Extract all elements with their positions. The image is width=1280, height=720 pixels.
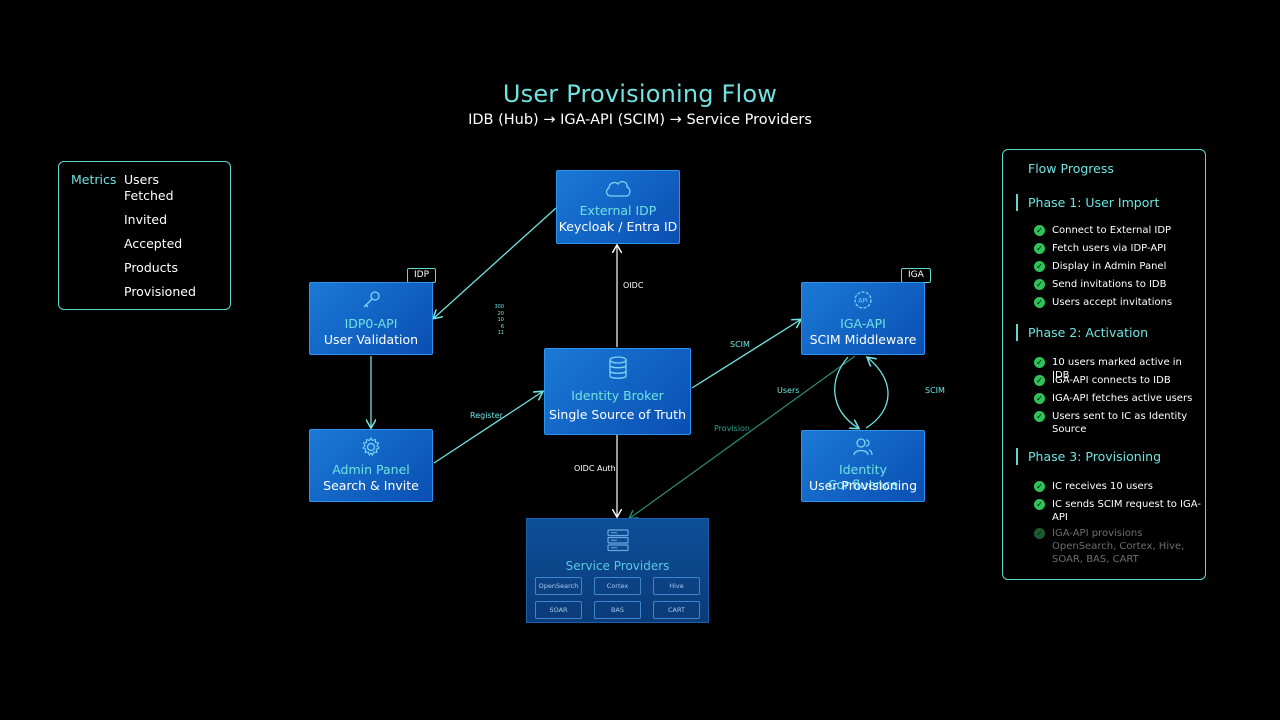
product-chip-cart: CART	[653, 601, 700, 619]
tick-label: 20	[497, 310, 504, 317]
step-text: Display in Admin Panel	[1052, 261, 1167, 272]
node-external-idp[interactable]: External IDP Keycloak / Entra ID	[556, 170, 680, 244]
edge-broker-to-iga	[691, 320, 800, 389]
edge-label-register: Register	[470, 411, 503, 420]
check-icon: ✓	[1034, 279, 1045, 290]
edge-iga-to-services	[630, 355, 856, 518]
product-chip-cortex: Cortex	[594, 577, 641, 595]
tick-label: 10	[497, 317, 504, 323]
check-icon: ✓	[1034, 528, 1045, 539]
check-icon: ✓	[1034, 481, 1045, 492]
edge-iga-to-ic-left	[834, 356, 858, 428]
edge-label-provision: Provision	[714, 424, 751, 433]
metric-provisioned: Provisioned	[124, 284, 196, 299]
check-icon: ✓	[1034, 225, 1045, 236]
node-idp-api[interactable]: IDP0-API User Validation	[309, 282, 433, 355]
tick-label: 300	[494, 304, 504, 310]
node-iga-api[interactable]: API IGA-API SCIM Middleware	[801, 282, 925, 355]
check-icon: ✓	[1034, 243, 1045, 254]
step-text: IGA-API fetches active users	[1052, 393, 1193, 404]
node-subtitle: Search & Invite	[323, 478, 419, 493]
edge-label-scim-right: SCIM	[925, 386, 945, 395]
edge-ic-to-iga-right	[865, 358, 889, 429]
check-icon: ✓	[1034, 357, 1045, 368]
badge-idp: IDP	[407, 268, 437, 283]
edge-admin-to-broker	[433, 392, 542, 464]
edge-label-oidc-auth: OIDC Auth	[574, 464, 616, 473]
metric-products: Products	[124, 260, 178, 275]
step-text: IGA-API provisions OpenSearch, Cortex, H…	[1052, 528, 1185, 565]
node-identity-broker[interactable]: Identity Broker Single Source of Truth	[544, 348, 691, 435]
node-title: Identity Broker	[571, 388, 664, 403]
check-icon: ✓	[1034, 393, 1045, 404]
node-title: IGA-API	[840, 316, 886, 331]
flow-progress-panel: Flow Progress Phase 1: User Import ✓ Conn…	[1002, 149, 1206, 580]
api-gear-icon: API	[854, 291, 872, 309]
check-icon: ✓	[1034, 499, 1045, 510]
product-chip-soar: SOAR	[535, 601, 582, 619]
step-text: IC receives 10 users	[1052, 481, 1153, 492]
product-chip-bas: BAS	[594, 601, 641, 619]
check-icon: ✓	[1034, 411, 1045, 422]
tick-label: 11	[497, 330, 504, 336]
phase-1-title: Phase 1: User Import	[1016, 194, 1159, 211]
edge-label-scim-top: SCIM	[730, 340, 750, 349]
edge-label-oidc: OIDC	[623, 281, 644, 290]
metrics-label: Metrics	[71, 172, 117, 187]
step-text: Connect to External IDP	[1052, 225, 1172, 236]
node-title: IDP0-API	[344, 316, 398, 331]
database-icon	[608, 356, 627, 379]
step-text: IGA-API connects to IDB	[1052, 375, 1171, 386]
step-text: 10 users marked active in IDB	[1052, 357, 1182, 381]
node-admin-panel[interactable]: Admin Panel Search & Invite	[309, 429, 433, 502]
metrics-panel: Metrics Users Fetched Invited Accepted P…	[58, 161, 231, 310]
node-identity-confluence[interactable]: Identity Confluence User Provisioning	[801, 430, 925, 502]
server-stack-icon	[607, 529, 629, 552]
product-chip-hive: Hive	[653, 577, 700, 595]
users-icon	[853, 438, 873, 456]
node-subtitle: User Provisioning	[808, 478, 918, 493]
node-title: Identity Confluence	[827, 462, 899, 492]
node-subtitle: Single Source of Truth	[548, 407, 686, 422]
node-subtitle: SCIM Middleware	[809, 332, 917, 347]
mini-axis-ticks: 300 20 10 6 11	[492, 304, 504, 337]
edge-external-idp-to-idp-api	[434, 207, 557, 318]
metric-users: Users	[124, 172, 160, 187]
step-text: Users sent to IC as Identity Source	[1052, 411, 1188, 435]
check-icon: ✓	[1034, 261, 1045, 272]
step-text: Fetch users via IDP-API	[1052, 243, 1167, 254]
flow-progress-title: Flow Progress	[1028, 161, 1114, 176]
svg-text:API: API	[858, 298, 868, 305]
node-service-providers[interactable]: Service Providers OpenSearch Cortex Hive…	[526, 518, 709, 623]
diagram-subtitle: IDB (Hub) → IGA-API (SCIM) → Service Pro…	[468, 112, 812, 128]
tick-label: 6	[500, 323, 504, 330]
diagram-title: User Provisioning Flow	[502, 80, 778, 108]
phase-2-title: Phase 2: Activation	[1016, 324, 1148, 341]
node-title: Service Providers	[565, 559, 670, 573]
badge-iga: IGA	[901, 268, 931, 283]
edge-label-users: Users	[777, 386, 800, 395]
product-chip-opensearch: OpenSearch	[535, 577, 582, 595]
node-title: Admin Panel	[332, 462, 410, 477]
node-subtitle: Keycloak / Entra ID	[558, 219, 678, 234]
node-title: External IDP	[579, 203, 657, 218]
check-icon: ✓	[1034, 297, 1045, 308]
gear-icon	[362, 436, 380, 457]
key-icon	[363, 291, 380, 308]
step-text: Send invitations to IDB	[1052, 279, 1167, 290]
phase-3-title: Phase 3: Provisioning	[1016, 448, 1161, 465]
cloud-icon	[605, 180, 631, 197]
metric-fetched: Fetched	[124, 188, 174, 203]
metric-accepted: Accepted	[124, 236, 183, 251]
metric-invited: Invited	[124, 212, 168, 227]
node-subtitle: User Validation	[323, 332, 419, 347]
step-text: Users accept invitations	[1052, 297, 1173, 308]
check-icon: ✓	[1034, 375, 1045, 386]
step-text: IC sends SCIM request to IGA-API	[1052, 499, 1201, 523]
